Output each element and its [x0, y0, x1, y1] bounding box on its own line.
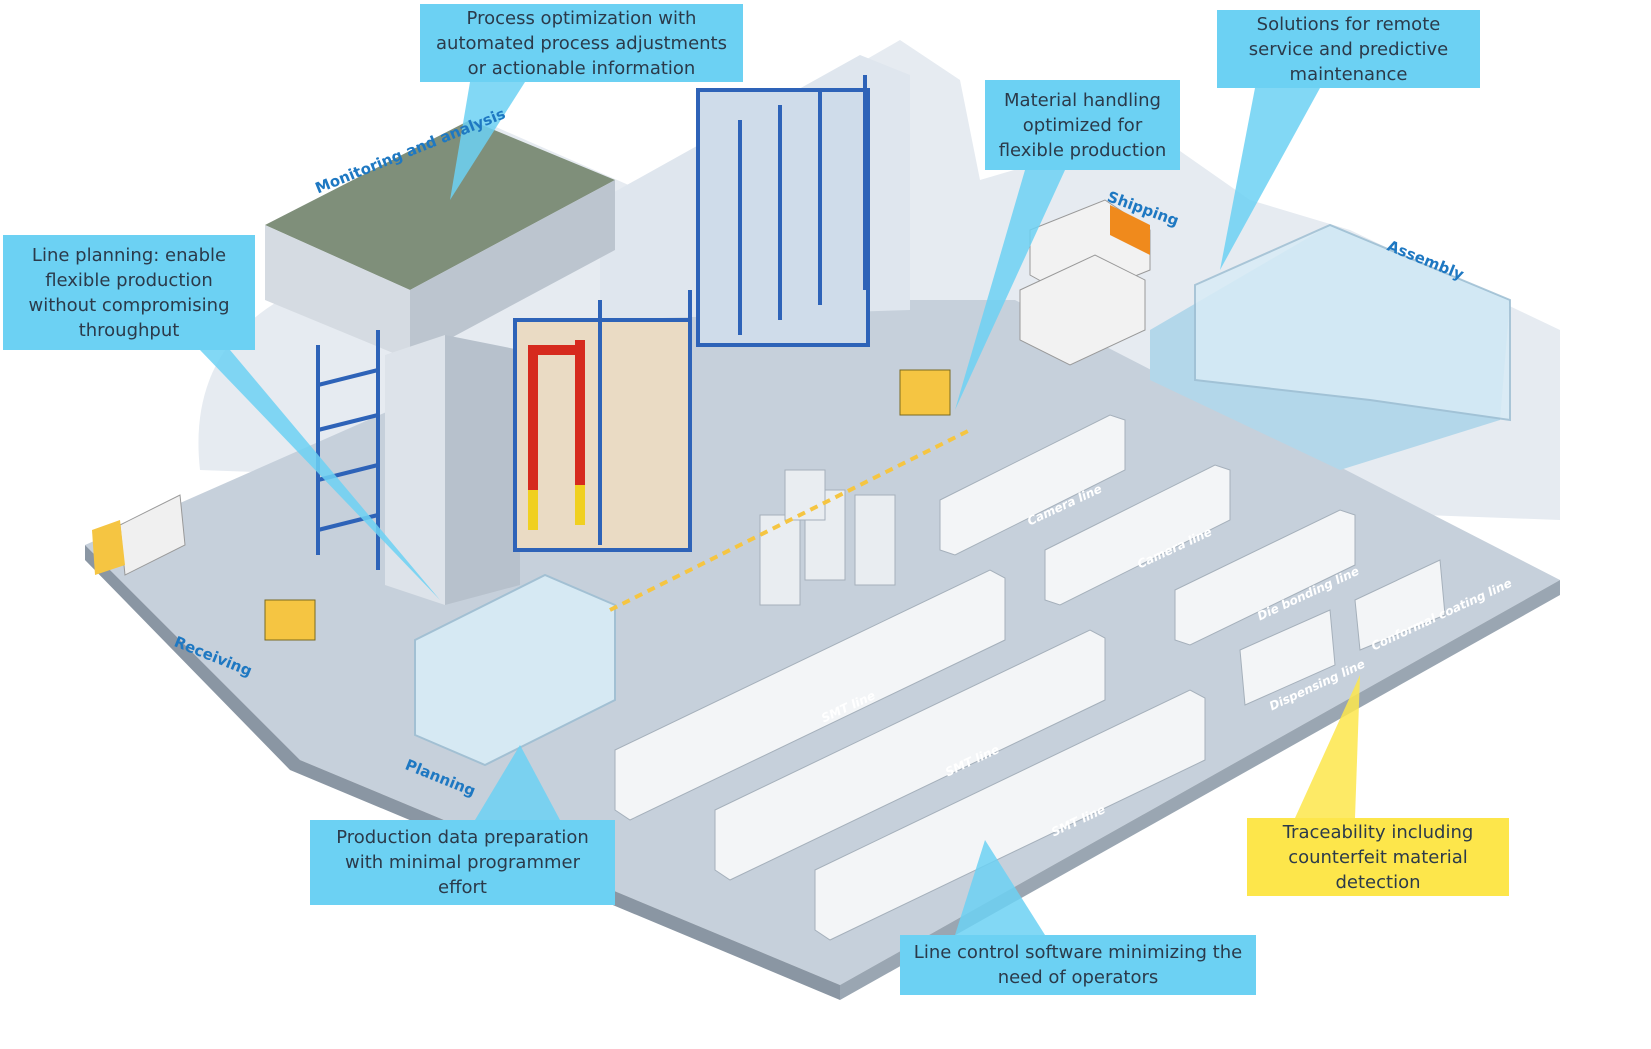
callout-traceability: Traceability including counterfeit mater…	[1247, 818, 1509, 896]
callout-pointers	[200, 82, 1360, 935]
receiving-truck	[92, 494, 186, 576]
floor-edge-right	[840, 580, 1560, 1000]
planning-booth	[414, 573, 616, 767]
callout-remote-service: Solutions for remote service and predict…	[1217, 10, 1480, 88]
callout-line-planning: Line planning: enable flexible productio…	[3, 235, 255, 350]
monitoring-office-front	[265, 225, 410, 360]
pallet-racks-back	[696, 75, 870, 347]
storage-tower-front	[385, 335, 445, 605]
assembly-glass	[1194, 223, 1511, 422]
specialty-line-machines	[1174, 509, 1446, 706]
floor-edge	[85, 545, 840, 1000]
monitoring-office-floor	[265, 120, 615, 290]
callout-process-optimization: Process optimization with automated proc…	[420, 4, 743, 82]
floor-path-marking	[609, 428, 971, 612]
callout-production-data: Production data preparation with minimal…	[310, 820, 615, 905]
forklifts	[264, 369, 951, 641]
camera-line-machines	[939, 414, 1231, 606]
crane	[528, 340, 585, 530]
smt-line-machines	[614, 569, 1206, 941]
storage-tower-side	[445, 335, 520, 605]
callout-material-handling: Material handling optimized for flexible…	[985, 80, 1180, 170]
component-storage-towers	[759, 469, 896, 606]
shipping-trucks	[1019, 199, 1151, 366]
pallet-racks-center	[513, 290, 692, 552]
monitoring-office-side	[410, 180, 615, 360]
callout-line-control: Line control software minimizing the nee…	[900, 935, 1256, 995]
